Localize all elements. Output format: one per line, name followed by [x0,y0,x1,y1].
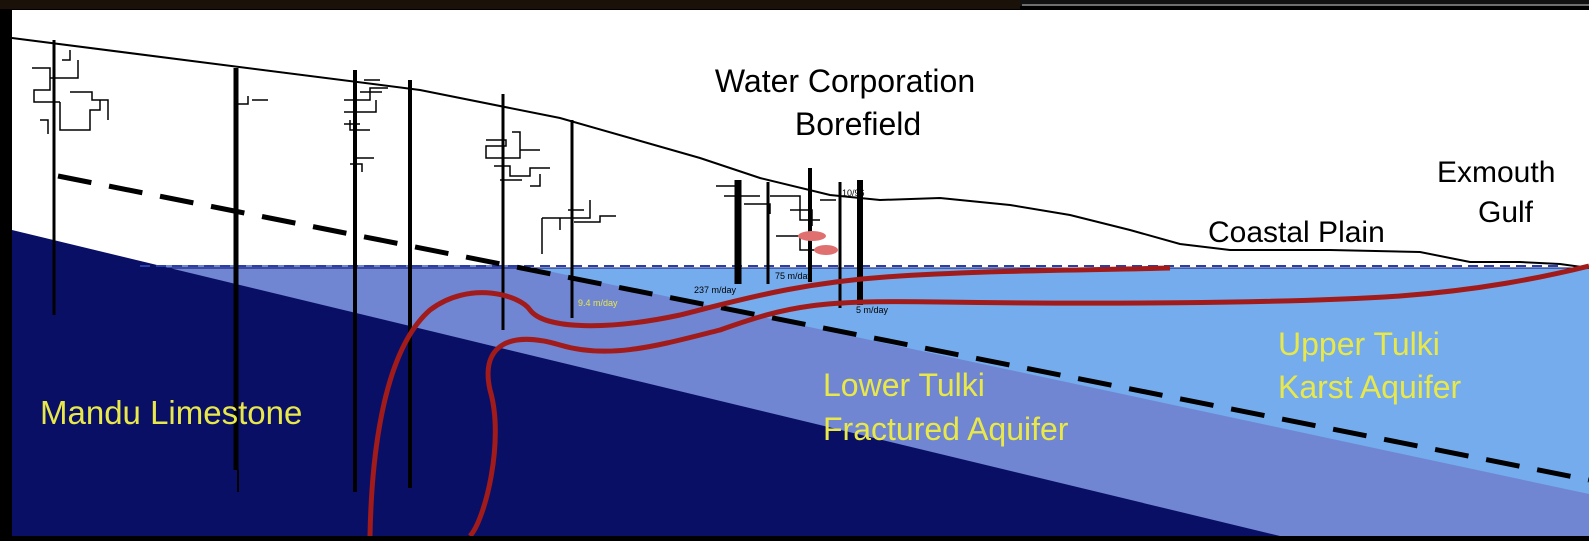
borefield-title-line2: Borefield [795,106,921,142]
upper-tulki-label-line1: Upper Tulki [1278,326,1440,362]
bores [52,40,863,492]
cavity-red-2 [814,245,838,255]
lower-tulki-label-line1: Lower Tulki [823,367,985,403]
karst-cavities [32,50,836,254]
coastal-plain-label: Coastal Plain [1208,216,1385,249]
mandu-limestone-layer [12,230,1280,536]
yield-label-3: 75 m/day [775,271,813,281]
cavity-red-1 [798,231,826,241]
aquifer-boundary-dashed [57,173,1589,483]
saline-interface-line [367,265,1171,537]
top-border-left [0,0,1020,9]
saline-interface-lower-line [468,263,1589,538]
yield-label-2: 237 m/day [694,285,737,295]
ground-surface-line [11,37,1589,269]
top-border-right [1020,0,1589,6]
exmouth-label-line2: Gulf [1478,196,1534,229]
yield-label-4: 10/96 [842,188,865,198]
lower-tulki-label-line2: Fractured Aquifer [823,411,1069,447]
borefield-title-line1: Water Corporation [715,63,975,99]
upper-tulki-label-line2: Karst Aquifer [1278,369,1462,405]
mandu-limestone-label: Mandu Limestone [40,394,302,431]
yield-label-5: 5 m/day [856,305,889,315]
exmouth-label-line1: Exmouth [1437,156,1555,189]
yield-label-1: 9.4 m/day [578,298,618,308]
